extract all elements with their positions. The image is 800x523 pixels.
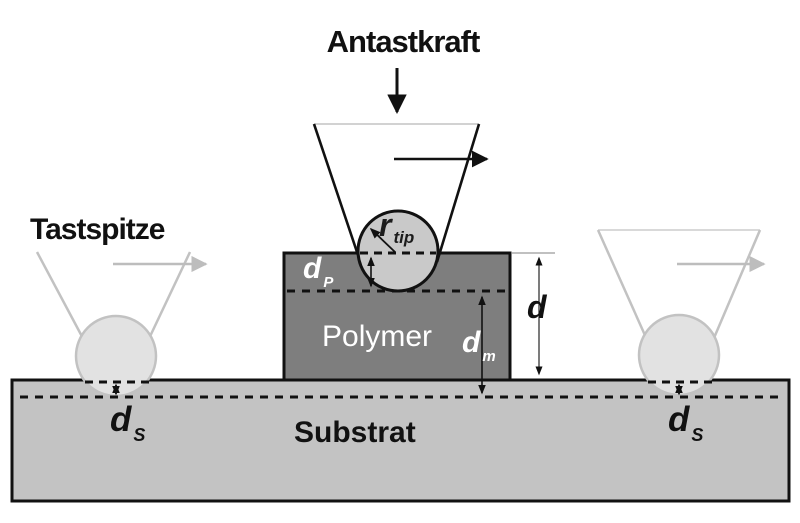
r-tip-subscript: tip: [393, 228, 415, 247]
title-antastkraft: Antastkraft: [326, 24, 481, 59]
d-m-symbol: d: [462, 326, 481, 359]
left-cone-left-edge: [35, 251, 88, 345]
d-s-right-subscript: S: [691, 425, 704, 445]
label-polymer: Polymer: [322, 320, 433, 353]
d-s-left-symbol: d: [110, 400, 132, 439]
label-tastspitze: Tastspitze: [30, 213, 165, 246]
substrate-block: [10, 378, 791, 503]
d-s-right-symbol: d: [668, 400, 690, 439]
left-ghost-probe: [35, 251, 192, 398]
d-s-left-subscript: S: [133, 425, 146, 445]
r-tip-symbol: r: [379, 207, 392, 243]
label-substrat: Substrat: [294, 416, 416, 449]
center-cone-right-edge: [435, 123, 481, 263]
right-cone-left-edge: [596, 229, 650, 343]
polymer-block: [282, 251, 512, 382]
right-cone-right-edge: [709, 229, 762, 346]
center-cone-left-edge: [312, 123, 360, 256]
label-d: d: [527, 289, 547, 325]
d-p-symbol: d: [303, 252, 322, 285]
d-p-subscript: P: [323, 274, 334, 291]
left-tip-sphere: [74, 314, 158, 398]
right-ghost-probe: [596, 229, 762, 397]
tip-radius-arrow: [369, 227, 396, 253]
d-m-subscript: m: [482, 348, 496, 365]
left-cone-right-edge: [143, 251, 192, 348]
